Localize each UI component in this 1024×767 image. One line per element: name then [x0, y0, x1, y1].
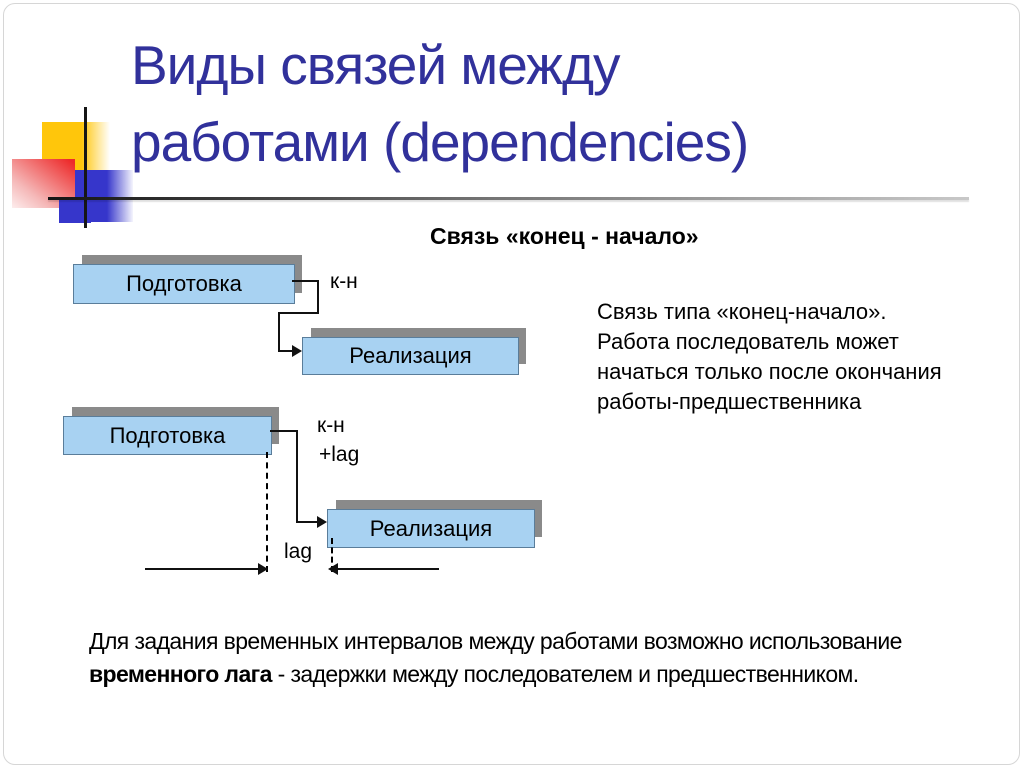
slide-title-line-1: Виды связей между: [131, 34, 621, 96]
lag-measure-arrowhead-left-icon: [328, 563, 338, 575]
task-box-label: Реализация: [349, 343, 472, 368]
connector-1-segment: [278, 350, 294, 352]
description-line-4: работы-предшественника: [597, 389, 862, 414]
connector-1-arrowhead-icon: [292, 345, 302, 357]
connector-2-arrowhead-icon: [317, 516, 327, 528]
footer-note: Для задания временных интервалов между р…: [89, 625, 902, 691]
footer-line-2-bold: временного лага: [89, 661, 272, 687]
task-box-predecessor-2: Подготовка: [63, 416, 272, 455]
lag-measure-line-right: [337, 568, 439, 570]
footer-line-1: Для задания временных интервалов между р…: [89, 628, 902, 654]
footer-line-2-rest: - задержки между последователем и предше…: [271, 661, 860, 687]
task-box-predecessor-1: Подготовка: [73, 264, 295, 304]
slide-title: Виды связей между работами (dependencies…: [131, 27, 749, 181]
link-type-label-1: к-н: [330, 270, 358, 293]
footer-line-2: временного лага - задержки между последо…: [89, 658, 902, 691]
task-box-label: Реализация: [369, 515, 493, 541]
lag-dashed-line-successor: [331, 538, 333, 572]
task-box-successor-2: Реализация: [327, 509, 535, 548]
task-box-label: Подготовка: [126, 271, 242, 296]
connector-1-segment: [278, 312, 280, 352]
connector-2-segment: [296, 521, 318, 523]
lag-label: +lag: [319, 443, 360, 466]
connector-1-segment: [278, 312, 319, 314]
connector-1-segment: [292, 280, 319, 282]
connector-1-segment: [317, 280, 319, 314]
link-type-label-2: к-н: [317, 414, 345, 437]
lag-dashed-line-predecessor: [266, 452, 268, 572]
lag-measure-label: lag: [284, 540, 313, 563]
task-box-label: Подготовка: [109, 422, 226, 448]
description-line-3: начаться только после окончания: [597, 359, 942, 384]
connector-2-segment: [296, 430, 298, 523]
decoration-cross-vertical-line: [84, 107, 87, 228]
lag-measure-arrowhead-right-icon: [258, 563, 268, 575]
description-line-2: Работа последователь может: [597, 329, 899, 354]
slide-title-line-2: работами (dependencies): [131, 111, 749, 173]
description-text: Связь типа «конец-начало». Работа послед…: [597, 297, 942, 417]
title-underline-rule: [48, 197, 969, 200]
task-box-successor-1: Реализация: [302, 337, 519, 375]
slide-subtitle: Связь «конец - начало»: [430, 223, 699, 249]
lag-measure-line-left: [145, 568, 260, 570]
connector-2-segment: [270, 430, 298, 432]
slide-border: [3, 3, 1020, 765]
description-line-1: Связь типа «конец-начало».: [597, 299, 887, 324]
